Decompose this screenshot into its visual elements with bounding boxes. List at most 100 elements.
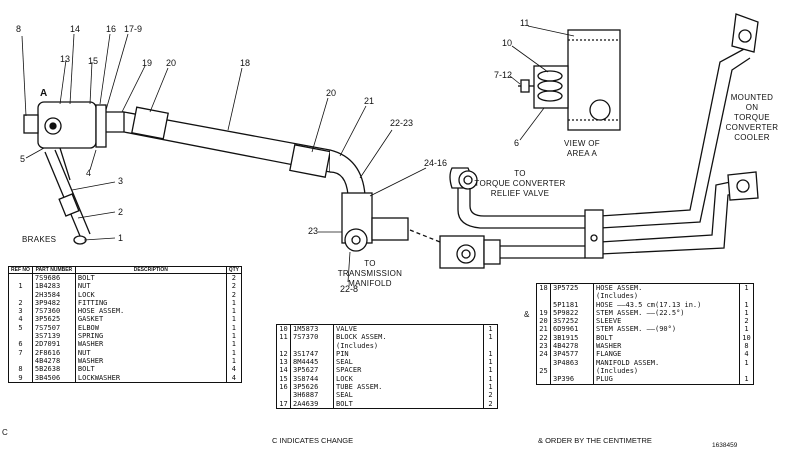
header-part-number: PART NUMBER [31,267,76,274]
ref-no-cell [537,375,551,383]
callout-23: 23 [308,226,318,236]
callout-22-8: 22-8 [340,284,358,294]
mounted-line5: COOLER [734,133,770,142]
hose-assembly-18 [123,106,441,252]
description-cell: BOLT [74,365,227,374]
table-row: (Includes) [537,292,753,301]
ref-no-cell: 2 [18,298,23,307]
description-cell: HOSE ——43.5 cm(17.13 in.) [593,300,740,309]
part-number-cell: 7S7360 [31,307,76,316]
description-cell: PLUG [593,375,740,384]
ref-no-cell: 24 [539,350,548,359]
callout-17-9: 17-9 [124,24,142,34]
ref-no-cell: 7 [18,348,23,357]
qty-cell: 1 [225,323,241,333]
callout-19: 19 [142,58,152,68]
qty-cell: 2 [225,273,241,283]
description-cell: SEAL [333,358,484,367]
callout-3: 3 [118,176,123,186]
part-number-cell: 3H6887 [290,391,334,400]
callout-20: 20 [166,58,176,68]
part-number-cell: 1B4283 [31,282,76,291]
part-number-cell: 7S9686 [31,273,76,283]
centimetre-footnote: & ORDER BY THE CENTIMETRE [538,436,652,445]
part-number-cell: 3P4863 [550,358,594,367]
description-cell: BOLT [333,399,484,408]
description-cell: BOLT [74,273,227,283]
ref-no-cell: 12 [279,349,288,358]
part-number-cell [550,292,594,301]
qty-cell: 1 [483,325,497,334]
callout-16: 16 [106,24,116,34]
qty-cell: 1 [483,349,497,359]
qty-cell: 1 [739,358,753,367]
description-cell: WASHER [593,342,740,351]
part-number-cell: 3B1915 [550,333,594,343]
ref-no-cell: 22 [539,333,548,342]
ref-no-cell: 8 [18,365,23,374]
qty-cell: 2 [225,290,241,299]
part-number-cell: 8M4445 [290,358,334,367]
ref-no-cell: 16 [279,383,288,392]
part-number-cell: 2A4639 [290,399,334,408]
qty-cell: 1 [739,325,753,334]
part-number-cell: 5B2638 [31,365,76,374]
transmission-note-line1: TO [364,259,376,268]
mounted-line1: MOUNTED [731,93,774,102]
qty-cell: 1 [483,358,497,367]
description-cell: GASKET [74,315,227,324]
description-cell: MANIFOLD ASSEM. [593,358,740,367]
ref-no-cell: 4 [18,315,23,324]
header-ref-no: REF NO [9,267,33,274]
description-cell: WASHER [74,356,227,366]
part-number-cell: 2H3584 [31,290,76,299]
part-number-cell: 3S8744 [290,374,334,384]
description-cell: LOCK [74,290,227,299]
callout-14: 14 [70,24,80,34]
part-number-cell: 6D9961 [550,325,594,334]
manifold-fitting [439,235,585,269]
ref-no-cell: 14 [279,366,288,375]
qty-cell: 10 [739,333,753,343]
ref-no-cell [9,291,32,299]
qty-cell: 2 [739,317,753,326]
brakes-label: BRAKES [22,235,56,244]
qty-cell: 1 [225,315,241,324]
drawing-number: 1638459 [712,442,738,449]
qty-cell: 1 [225,356,241,366]
qty-cell [739,292,753,301]
ref-no-cell: 11 [279,333,288,342]
qty-cell: 1 [225,348,241,357]
part-number-cell: 1M5873 [290,325,334,334]
description-cell: STEM ASSEM. ——(90°) [593,325,740,334]
view-area-line1: VIEW OF [564,139,600,148]
qty-cell: 1 [739,308,753,318]
qty-cell: 1 [739,284,753,293]
ref-no-cell: 21 [539,325,548,334]
cooler-lines [584,13,759,259]
qty-cell: 4 [225,365,241,374]
part-number-cell: 7S7507 [31,323,76,333]
callout-7-12: 7-12 [494,70,512,80]
diagram-notes: BRAKES TO TRANSMISSION MANIFOLD TO TORQU… [22,93,778,288]
ref-no-cell: 10 [279,325,288,333]
description-cell: PIN [333,349,484,359]
